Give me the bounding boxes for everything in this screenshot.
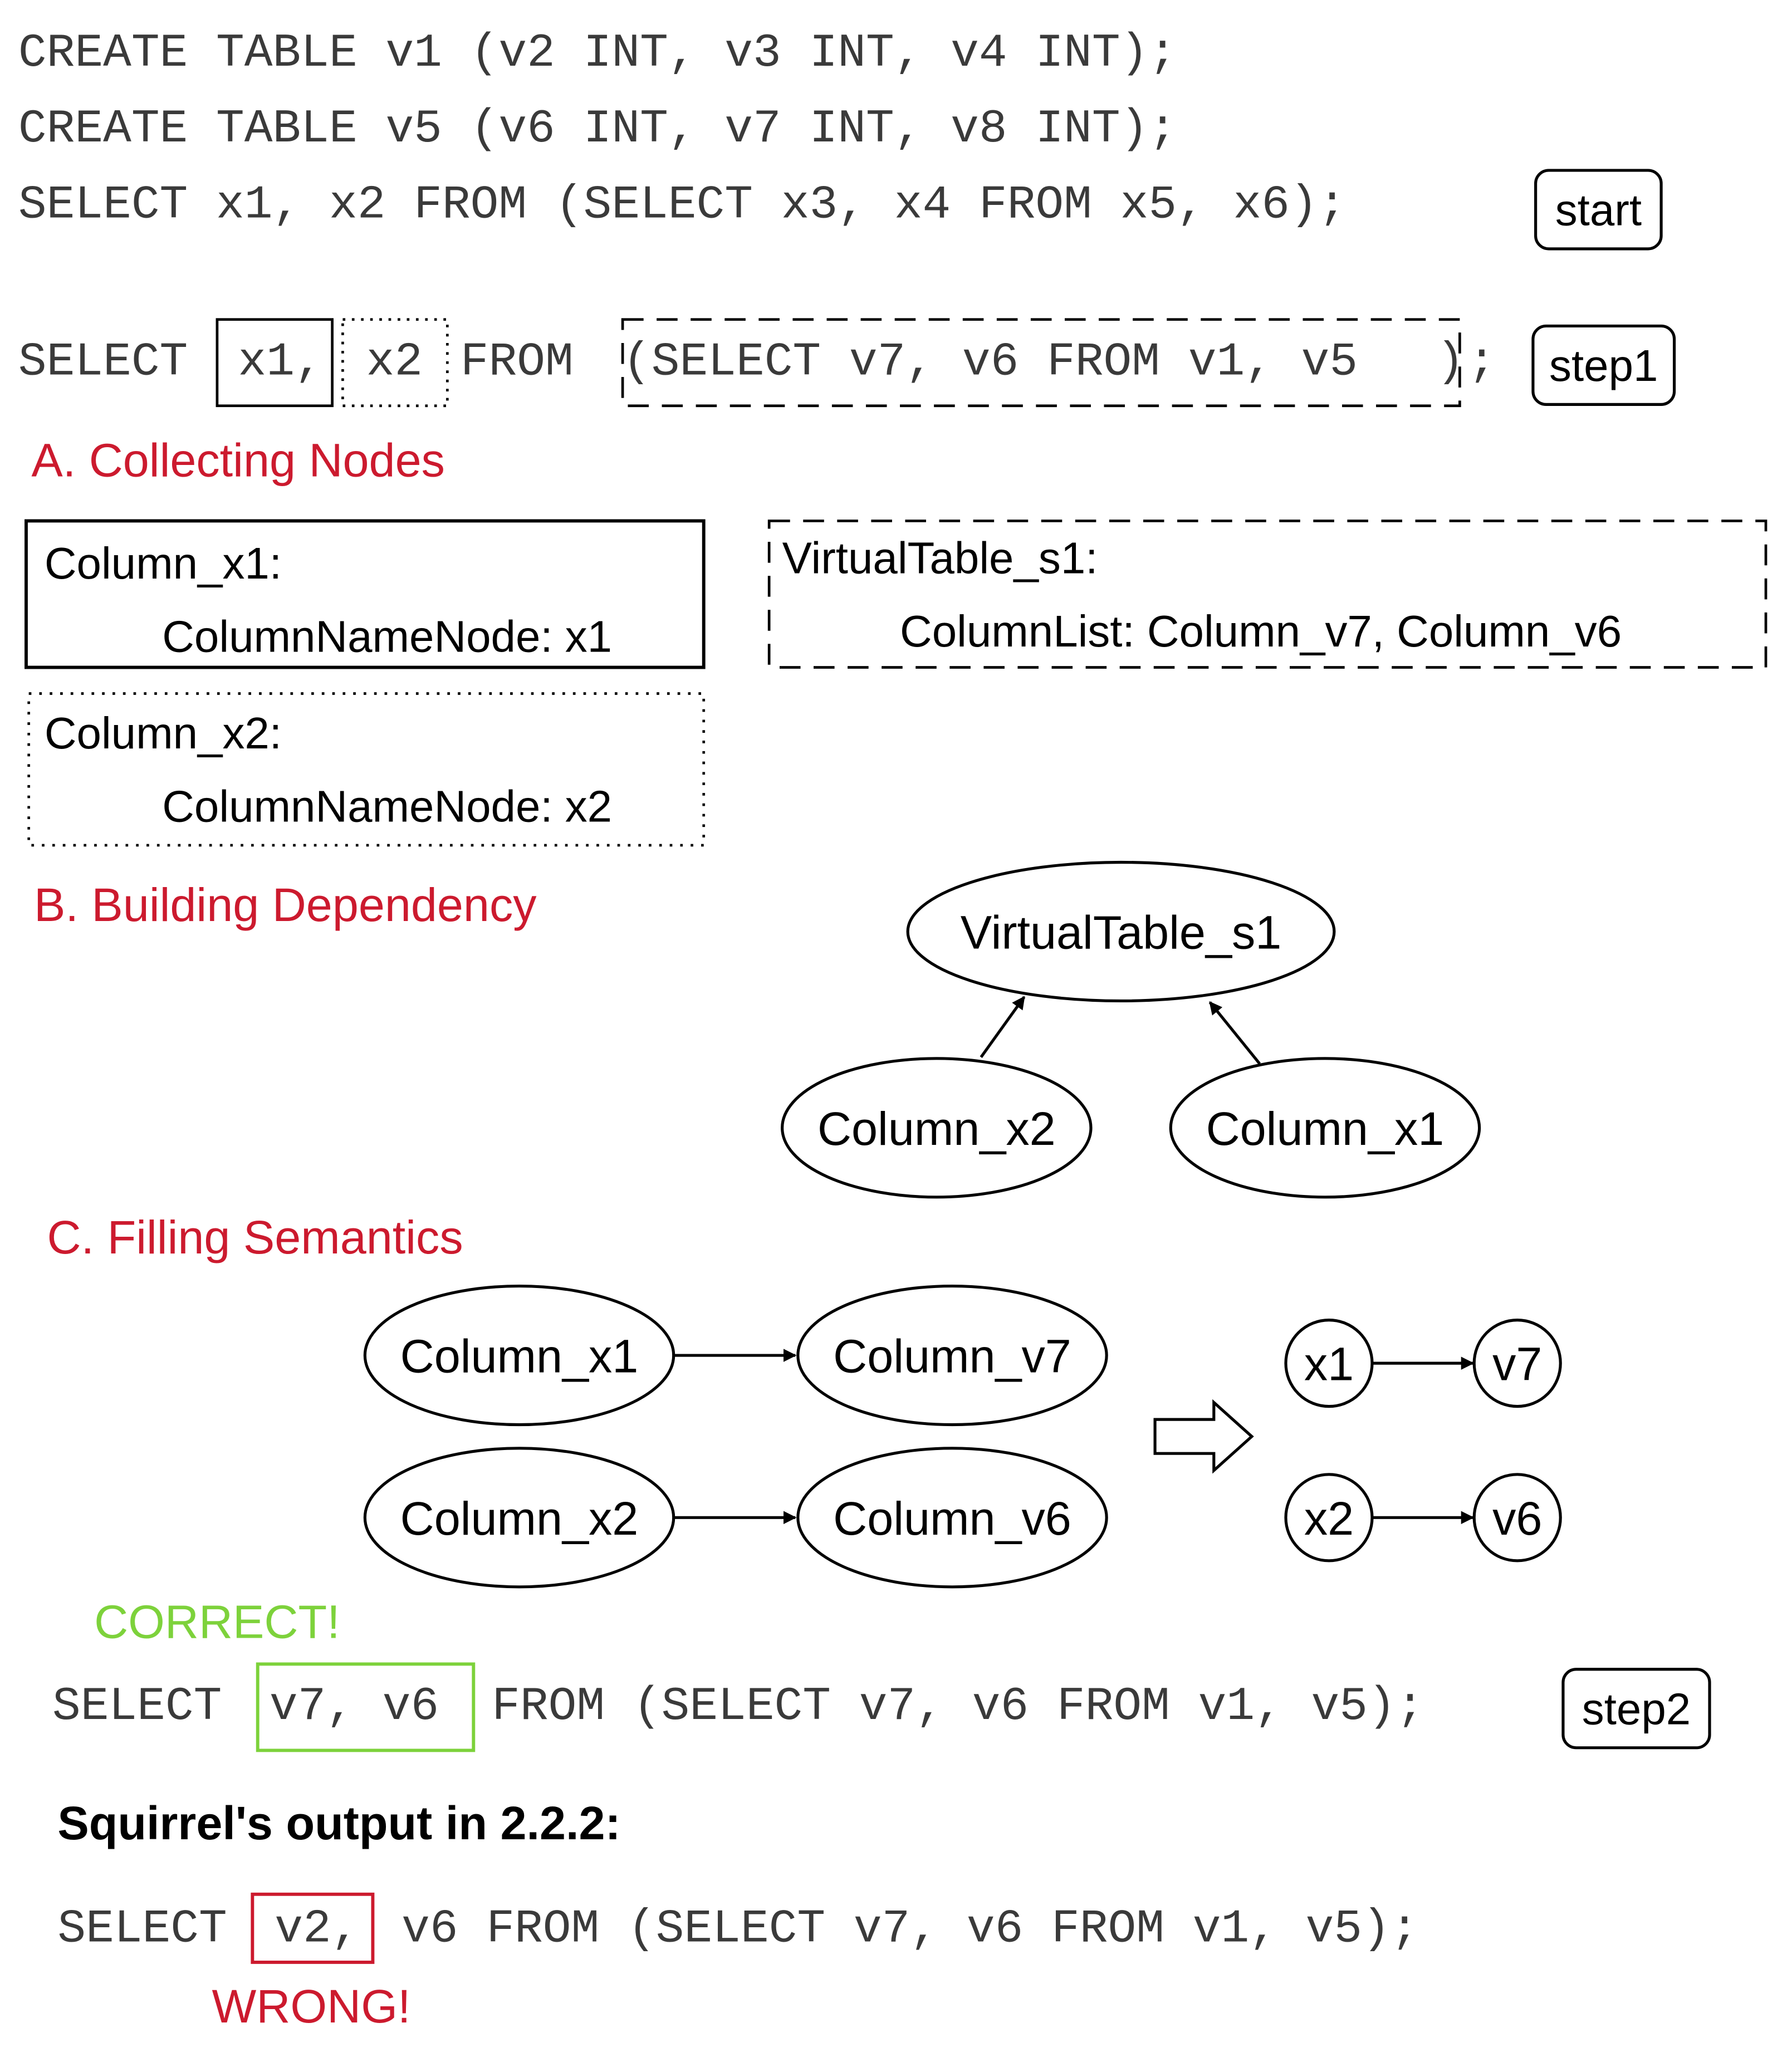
step2-badge-label: step2 <box>1582 1684 1691 1733</box>
node-box-column-x2-title: Column_x2: <box>45 708 282 758</box>
dependency-node-column-x1: Column_x1 <box>1169 1057 1481 1199</box>
step1-select-keyword: SELECT <box>18 336 188 389</box>
squirrel-rest: v6 FROM (SELECT v7, v6 FROM v1, v5); <box>402 1903 1419 1956</box>
step1-badge: step1 <box>1531 324 1676 406</box>
step2-badge: step2 <box>1561 1668 1711 1750</box>
simple-node-x2-label: x2 <box>1304 1492 1354 1545</box>
dependency-node-virtualtable-s1-label: VirtualTable_s1 <box>961 906 1282 959</box>
node-box-column-x1: Column_x1: ColumnNameNode: x1 <box>25 519 706 669</box>
dependency-node-column-x1-label: Column_x1 <box>1206 1102 1445 1155</box>
semantic-node-column-v7: Column_v7 <box>796 1284 1108 1427</box>
simple-node-v7: v7 <box>1472 1319 1562 1408</box>
dependency-arrow-x2-to-s1 <box>980 996 1026 1058</box>
semantic-node-column-x2: Column_x2 <box>363 1447 675 1589</box>
step2-rest: FROM (SELECT v7, v6 FROM v1, v5); <box>492 1681 1424 1733</box>
code-line-create-v5: CREATE TABLE v5 (v6 INT, v7 INT, v8 INT)… <box>18 103 1177 156</box>
step1-from-keyword: FROM <box>461 336 574 389</box>
transform-arrow-icon <box>1153 1399 1254 1474</box>
squirrel-output-heading: Squirrel's output in 2.2.2: <box>57 1796 620 1849</box>
code-line-create-v1: CREATE TABLE v1 (v2 INT, v3 INT, v4 INT)… <box>18 27 1177 80</box>
simple-node-x1-label: x1 <box>1304 1338 1354 1390</box>
step1-subquery-close-paren: ) <box>1436 336 1465 389</box>
step1-x1-highlight-box <box>216 318 334 408</box>
simple-node-v7-label: v7 <box>1492 1338 1542 1390</box>
dependency-node-virtualtable-s1: VirtualTable_s1 <box>906 860 1336 1003</box>
semantic-node-column-x2-label: Column_x2 <box>400 1492 639 1545</box>
step1-terminator: ; <box>1467 336 1496 389</box>
step1-column-x2: x2 <box>366 336 423 389</box>
semantic-node-column-v6-label: Column_v6 <box>833 1492 1071 1545</box>
section-b-heading: B. Building Dependency <box>34 878 537 931</box>
dependency-node-column-x2: Column_x2 <box>781 1057 1093 1199</box>
squirrel-highlight-box <box>251 1892 375 1964</box>
node-box-column-x1-detail: ColumnNameNode: x1 <box>162 611 612 661</box>
wrong-verdict: WRONG! <box>212 1980 411 2032</box>
step1-badge-label: step1 <box>1549 341 1658 390</box>
step1-subquery-open-paren: ( <box>623 336 651 389</box>
section-c-heading: C. Filling Semantics <box>47 1211 463 1263</box>
step2-highlight-text: v7, v6 <box>270 1681 439 1733</box>
section-a-heading: A. Collecting Nodes <box>31 434 445 487</box>
simple-node-v6: v6 <box>1472 1473 1562 1563</box>
node-box-column-x2: Column_x2: ColumnNameNode: x2 <box>27 692 706 847</box>
correct-verdict: CORRECT! <box>94 1595 340 1648</box>
semantic-node-column-v7-label: Column_v7 <box>833 1330 1071 1383</box>
step2-highlight-box <box>256 1662 476 1752</box>
semantic-node-column-x1-label: Column_x1 <box>400 1330 639 1383</box>
step1-subquery-highlight-box <box>621 318 1461 408</box>
start-badge-label: start <box>1555 185 1642 235</box>
node-box-virtualtable-s1-detail: ColumnList: Column_v7, Column_v6 <box>900 606 1622 656</box>
dependency-node-column-x2-label: Column_x2 <box>817 1102 1056 1155</box>
node-box-column-x1-title: Column_x1: <box>45 538 282 588</box>
squirrel-select-keyword: SELECT <box>57 1903 227 1956</box>
code-line-original-select: SELECT x1, x2 FROM (SELECT x3, x4 FROM x… <box>18 179 1347 232</box>
dependency-arrow-x1-to-s1 <box>1208 1001 1261 1065</box>
squirrel-highlight-text: v2, <box>275 1903 359 1956</box>
semantic-node-column-x1: Column_x1 <box>363 1284 675 1427</box>
simple-node-x2: x2 <box>1284 1473 1374 1563</box>
step1-subquery: SELECT v7, v6 FROM v1, v5 <box>652 336 1358 389</box>
node-box-column-x2-detail: ColumnNameNode: x2 <box>162 782 612 831</box>
step1-x2-highlight-box <box>341 318 449 408</box>
start-badge: start <box>1534 169 1663 251</box>
simple-node-x1: x1 <box>1284 1319 1374 1408</box>
step1-column-x1: x1, <box>238 336 323 389</box>
node-box-virtualtable-s1-title: VirtualTable_s1: <box>782 533 1098 582</box>
simple-node-v6-label: v6 <box>1492 1492 1542 1545</box>
step2-select-keyword: SELECT <box>52 1681 222 1733</box>
semantic-node-column-v6: Column_v6 <box>796 1447 1108 1589</box>
node-box-virtualtable-s1: VirtualTable_s1: ColumnList: Column_v7, … <box>767 520 1767 669</box>
